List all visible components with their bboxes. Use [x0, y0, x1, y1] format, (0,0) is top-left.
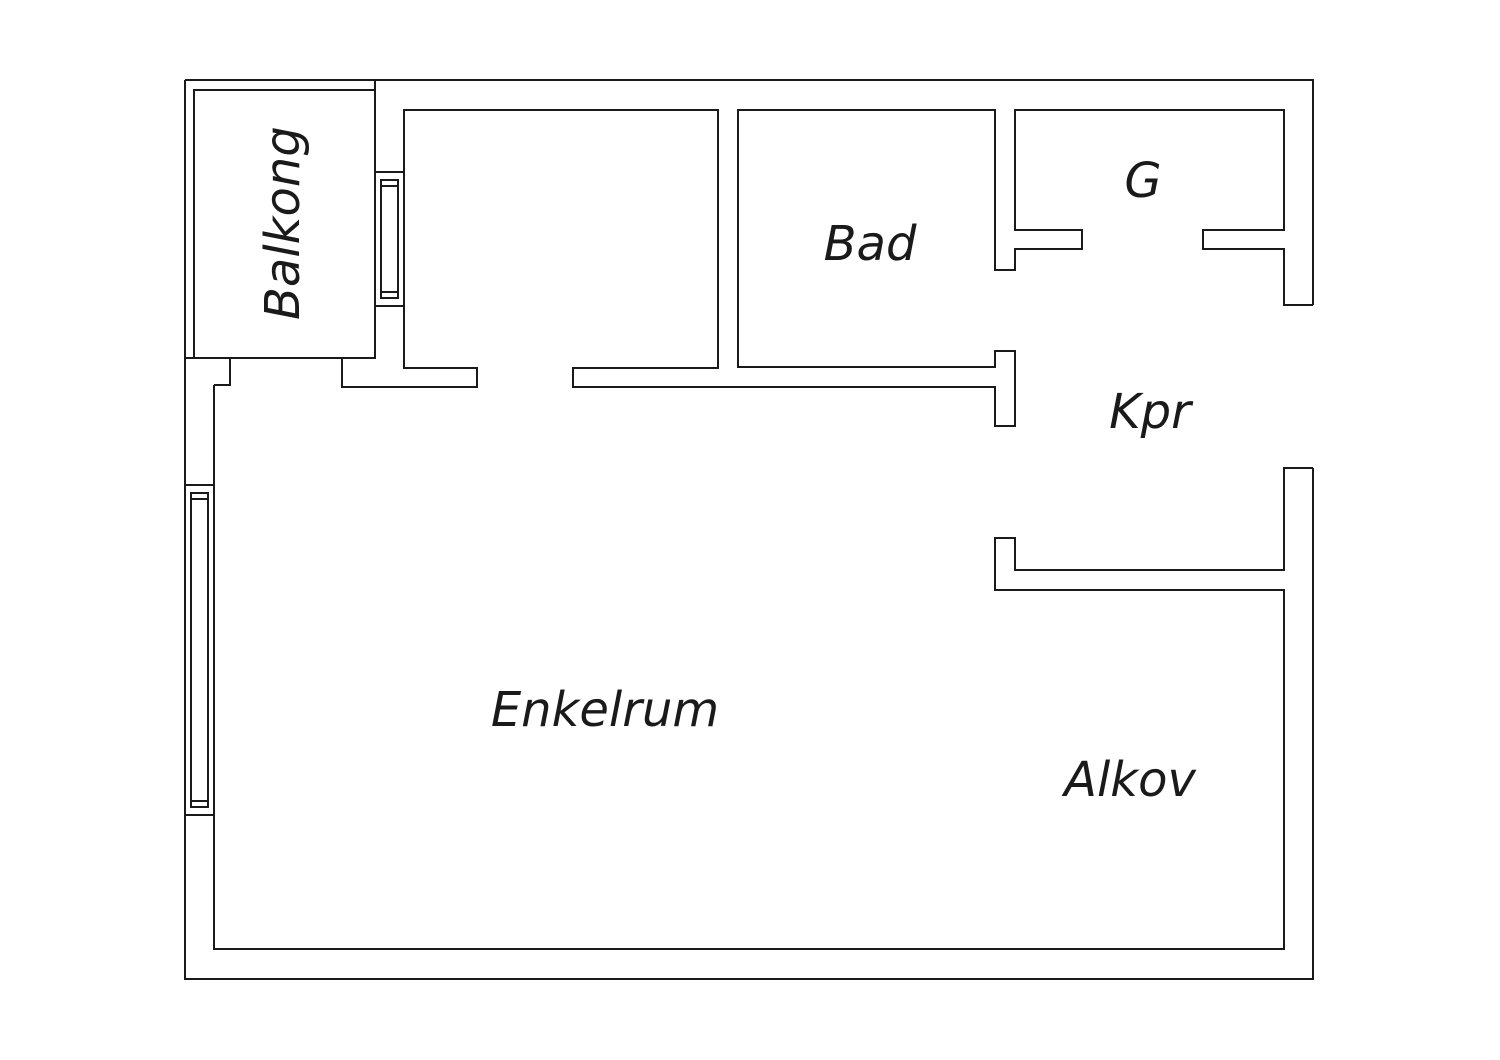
outer-wall-outline [184, 79, 1314, 980]
inner-wall-outline [213, 385, 1313, 950]
room-label-alcove: Alkov [1061, 752, 1196, 808]
window-balcony [374, 171, 405, 307]
room-label-bath: Bad [824, 216, 917, 272]
room-label-wardrobe: G [1124, 153, 1161, 209]
room-label-balcony: Balkong [255, 126, 311, 320]
right-wall-stub [341, 80, 1313, 427]
window-main-room [184, 484, 215, 816]
room-label-main-room: Enkelrum [491, 682, 719, 738]
room-label-corridor: Kpr [1109, 384, 1194, 440]
entrance-corner [185, 357, 231, 386]
